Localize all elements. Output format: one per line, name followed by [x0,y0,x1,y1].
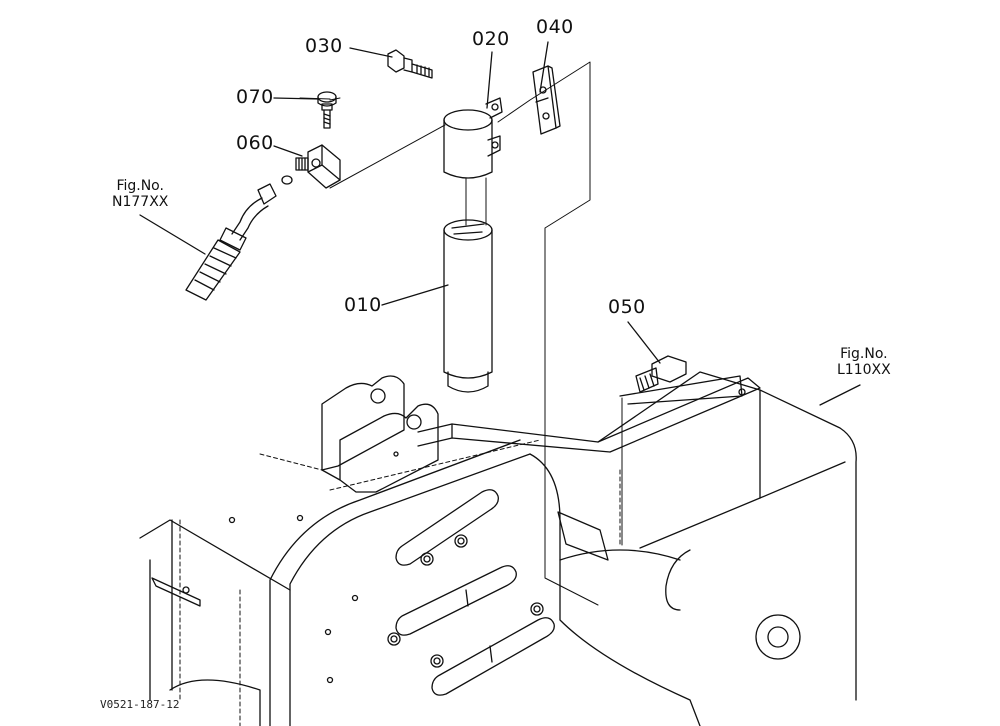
nut-icon [430,654,444,668]
clamp-060-icon [295,144,341,189]
bolt-030-icon [387,49,433,79]
hidden-lines [179,439,621,726]
pin-bracket-icon [321,375,439,493]
nut-icon [420,552,434,566]
nut-icon [454,534,468,548]
callout-010: 010 [344,294,382,316]
assembly-lines [299,61,623,606]
fitting-050-icon [635,355,687,393]
figure-reference-left: Fig.No. N177XX [112,178,168,210]
figure-reference-left-line2: N177XX [112,194,169,211]
figure-reference-left-line1: Fig.No. [116,178,164,194]
nut-icon [387,632,401,646]
callout-060: 060 [236,132,274,154]
drawing-id: V0521-187-12 [100,698,180,711]
band-clamp-020-icon [443,97,503,179]
loader-frame-icon [139,371,857,726]
callout-030: 030 [305,35,343,57]
bolt-070-icon [317,91,337,129]
figure-reference-right-line2: L110XX [837,362,891,379]
figure-reference-right: Fig.No. L110XX [837,346,891,378]
bracket-040-icon [532,65,561,135]
hose-assembly-icon [185,175,293,301]
cylinder-010-icon [443,219,493,393]
callout-020: 020 [472,28,510,50]
callout-050: 050 [608,296,646,318]
figure-reference-right-line1: Fig.No. [840,346,888,362]
leader-lines [139,41,861,406]
callout-070: 070 [236,86,274,108]
callout-040: 040 [536,16,574,38]
nut-icon [530,602,544,616]
